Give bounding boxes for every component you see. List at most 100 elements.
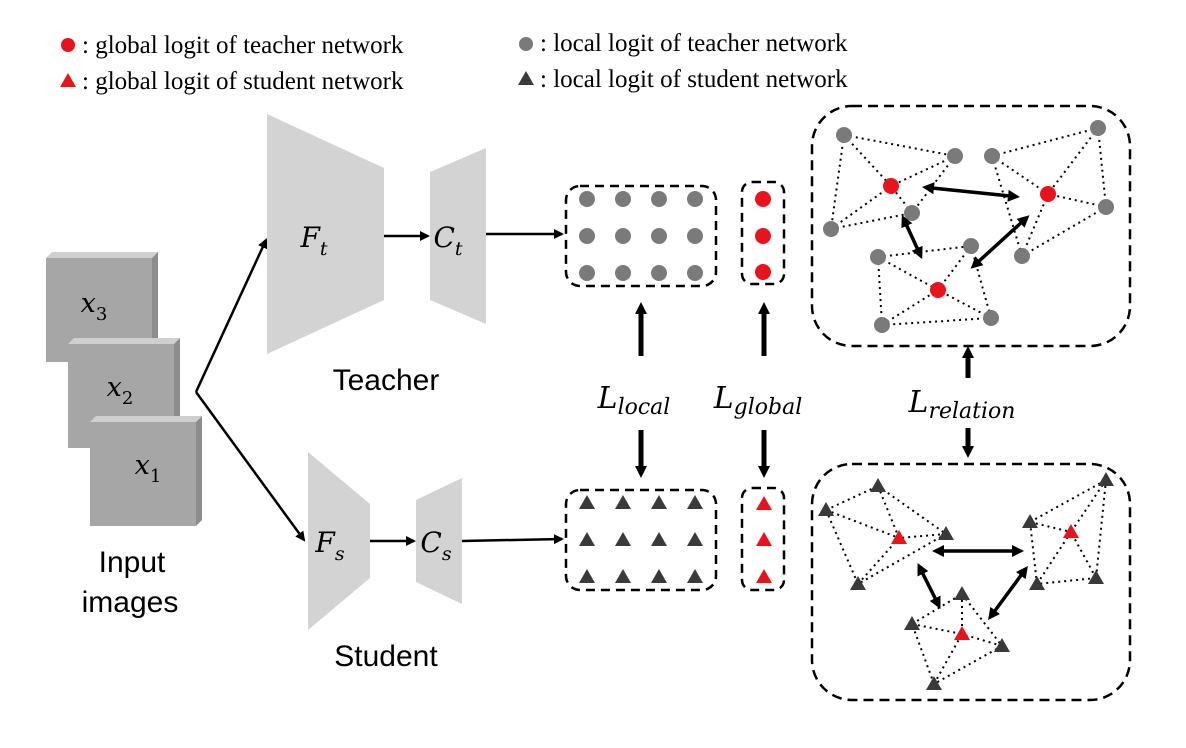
- student-node: [904, 616, 920, 630]
- teacher-node: [823, 221, 839, 237]
- teacher-global-box: [740, 180, 786, 286]
- student-relation-graph: [810, 462, 1132, 702]
- teacher-global-dot: [755, 191, 771, 207]
- teacher-classifier-sub: t: [455, 238, 463, 260]
- arrow-to-teacher: [194, 238, 268, 393]
- svg-text:Llocal: Llocal: [597, 381, 671, 420]
- student-node: [938, 526, 954, 540]
- student-relation-arrow: [988, 565, 1028, 621]
- svg-text:Ft: Ft: [299, 221, 327, 260]
- student-local-triangle: [579, 495, 595, 509]
- student-classifier-sub: s: [442, 543, 452, 565]
- x1-base: x: [135, 450, 150, 481]
- legend: : global logit of teacher network : glob…: [60, 30, 848, 95]
- teacher-relation-box: [810, 104, 1132, 348]
- loss-global-sub: global: [734, 395, 803, 420]
- teacher-local-dot: [579, 265, 595, 281]
- input-caption-line1: Input: [99, 546, 166, 579]
- legend-student-global-text: : global logit of student network: [82, 68, 404, 95]
- teacher-local-dot: [687, 228, 703, 244]
- svg-text:Lrelation: Lrelation: [908, 385, 1016, 424]
- x2-sub: 2: [122, 388, 133, 409]
- loss-local: Llocal: [597, 302, 671, 478]
- teacher-node: [1090, 120, 1106, 136]
- student-local-triangle: [615, 495, 631, 509]
- teacher-node: [963, 238, 979, 254]
- teacher-center-node: [1040, 186, 1056, 202]
- teacher-node: [1014, 248, 1030, 264]
- teacher-node: [983, 310, 999, 326]
- teacher-local-dot: [615, 228, 631, 244]
- teacher-node: [947, 148, 963, 164]
- teacher-network: Ft Ct Teacher: [267, 114, 564, 397]
- student-local-triangle: [615, 532, 631, 546]
- teacher-local-dot: [579, 228, 595, 244]
- student-local-box: [564, 488, 718, 592]
- student-center-node: [954, 626, 970, 640]
- student-local-triangle: [687, 532, 703, 546]
- x1-sub: 1: [150, 466, 161, 487]
- input-images: x3 x2 x1 Input images: [46, 252, 202, 619]
- student-node: [954, 586, 970, 600]
- teacher-local-dot: [579, 191, 595, 207]
- student-local-triangle: [615, 569, 631, 583]
- teacher-relation-arrow: [922, 182, 1020, 202]
- input-image-x1: x1: [90, 416, 202, 526]
- loss-global: Lglobal: [713, 302, 803, 478]
- loss-local-base: L: [597, 381, 618, 416]
- teacher-relation-graph: [810, 104, 1132, 348]
- legend-student-local-marker: [518, 71, 534, 85]
- student-node: [870, 478, 886, 492]
- teacher-classifier-base: C: [433, 221, 454, 254]
- loss-local-sub: local: [618, 395, 671, 420]
- loss-relation-base: L: [908, 385, 929, 420]
- student-node: [850, 576, 866, 590]
- student-local-triangle: [651, 569, 667, 583]
- teacher-feature-block: [267, 114, 384, 354]
- legend-teacher-local-marker: [519, 37, 533, 51]
- x3-sub: 3: [96, 304, 107, 325]
- svg-text:x2: x2: [107, 372, 134, 409]
- teacher-global-dot: [755, 228, 771, 244]
- x3-base: x: [81, 288, 96, 319]
- input-caption-line2: images: [82, 586, 179, 619]
- student-global-box: [740, 486, 786, 592]
- teacher-node: [1098, 199, 1114, 215]
- teacher-node: [904, 205, 920, 221]
- student-center-node: [1063, 524, 1079, 538]
- student-center-node: [891, 530, 907, 544]
- teacher-local-dot: [687, 265, 703, 281]
- svg-text:Lglobal: Lglobal: [713, 381, 803, 420]
- svg-text:Fs: Fs: [314, 526, 344, 565]
- teacher-node: [984, 148, 1000, 164]
- teacher-node: [874, 317, 890, 333]
- student-local-triangle: [651, 495, 667, 509]
- student-node: [994, 638, 1010, 652]
- teacher-local-dot: [615, 265, 631, 281]
- student-node: [818, 502, 834, 516]
- x2-base: x: [107, 372, 122, 403]
- teacher-local-dots: [579, 191, 703, 281]
- teacher-node: [836, 127, 852, 143]
- student-global-triangle: [756, 569, 772, 583]
- student-relation-arrow: [917, 563, 941, 609]
- svg-text:x1: x1: [135, 450, 162, 487]
- student-local-triangle: [651, 532, 667, 546]
- teacher-local-dot: [615, 191, 631, 207]
- teacher-local-dot: [651, 228, 667, 244]
- student-node: [926, 676, 942, 690]
- student-feature-sub: s: [335, 543, 345, 565]
- legend-student-global-marker: [60, 73, 76, 87]
- student-classifier-block: [416, 478, 462, 604]
- teacher-relation-arrow: [970, 215, 1030, 269]
- teacher-relation-arrow: [901, 214, 923, 260]
- legend-teacher-local-text: : local logit of teacher network: [540, 30, 848, 57]
- teacher-feature-base: F: [299, 221, 321, 254]
- teacher-local-logits: [564, 184, 718, 288]
- svg-text:Ct: Ct: [433, 221, 462, 260]
- legend-teacher-global-text: : global logit of teacher network: [82, 32, 404, 59]
- student-network: Fs Cs Student: [308, 452, 564, 673]
- student-feature-block: [308, 452, 370, 630]
- student-local-triangle: [687, 495, 703, 509]
